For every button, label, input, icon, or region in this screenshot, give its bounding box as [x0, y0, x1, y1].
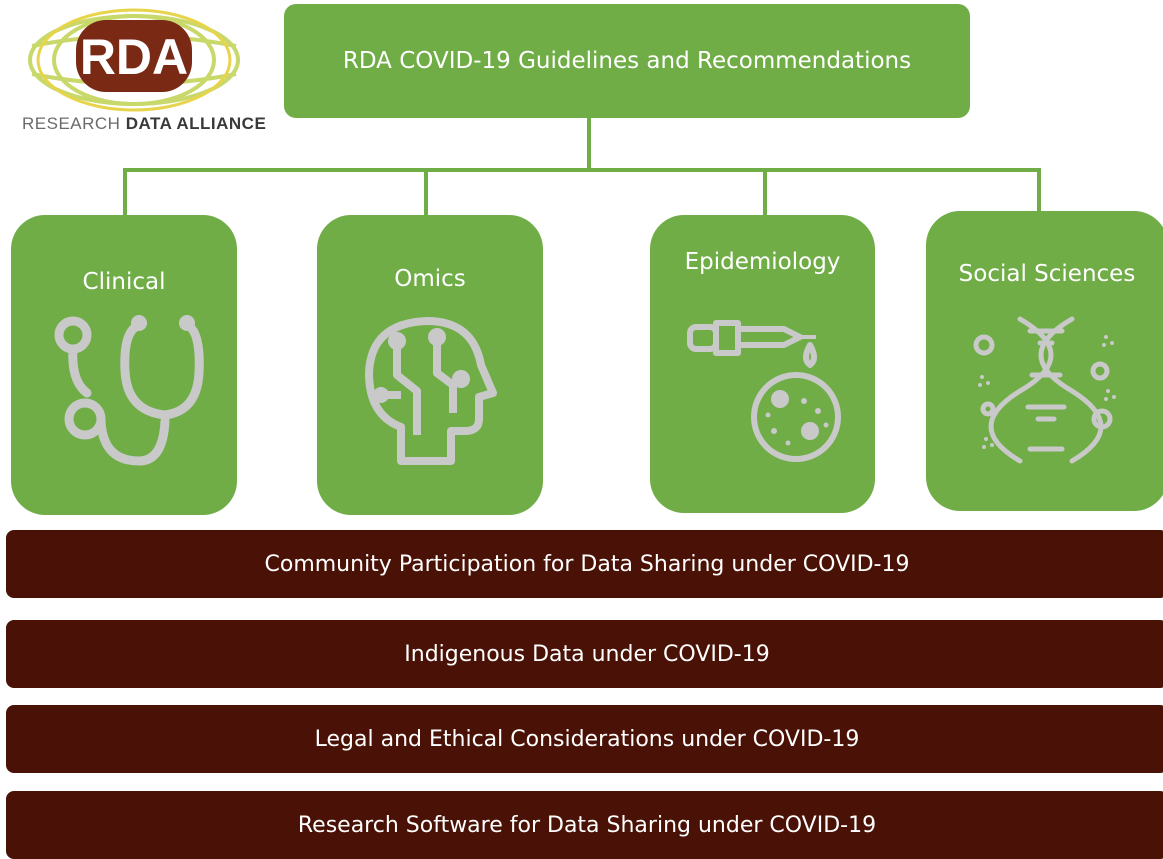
- bar-research-software: Research Software for Data Sharing under…: [6, 791, 1163, 859]
- pipette-petri-dish-icon: [687, 320, 841, 462]
- category-omics: Omics: [317, 215, 543, 515]
- bar-legal-ethical: Legal and Ethical Considerations under C…: [6, 705, 1163, 773]
- root-node: RDA COVID-19 Guidelines and Recommendati…: [284, 4, 970, 118]
- bar-label: Community Participation for Data Sharing…: [264, 551, 910, 577]
- bar-label: Legal and Ethical Considerations under C…: [314, 726, 860, 752]
- connector-social-sciences: [1037, 168, 1041, 214]
- logo-mark: RDA: [80, 29, 188, 85]
- dna-helix-icon: [973, 316, 1116, 464]
- bar-label: Research Software for Data Sharing under…: [297, 812, 877, 838]
- category-epidemiology-label: Epidemiology: [684, 249, 841, 275]
- connector-horizontal: [123, 168, 1041, 172]
- category-epidemiology: Epidemiology: [650, 215, 875, 513]
- category-omics-label: Omics: [394, 266, 466, 292]
- connector-trunk: [587, 118, 591, 170]
- category-clinical: Clinical: [11, 215, 237, 515]
- bar-indigenous-data: Indigenous Data under COVID-19: [6, 620, 1163, 688]
- category-social-sciences-label: Social Sciences: [958, 261, 1136, 287]
- connector-epidemiology: [763, 168, 767, 216]
- connector-clinical: [123, 168, 127, 216]
- category-social-sciences: Social Sciences: [926, 211, 1163, 511]
- bar-label: Indigenous Data under COVID-19: [404, 641, 770, 667]
- stethoscope-icon: [54, 315, 204, 466]
- rda-logo: RDA RESEARCH DATA ALLIANCE: [22, 6, 267, 144]
- rda-globe-logo-icon: RDA: [28, 8, 240, 112]
- connector-omics: [424, 168, 428, 216]
- category-clinical-label: Clinical: [82, 269, 166, 295]
- root-title: RDA COVID-19 Guidelines and Recommendati…: [342, 48, 912, 74]
- bar-community-participation: Community Participation for Data Sharing…: [6, 530, 1163, 598]
- logo-tagline: RESEARCH DATA ALLIANCE: [22, 114, 267, 133]
- head-circuit-icon: [365, 317, 497, 465]
